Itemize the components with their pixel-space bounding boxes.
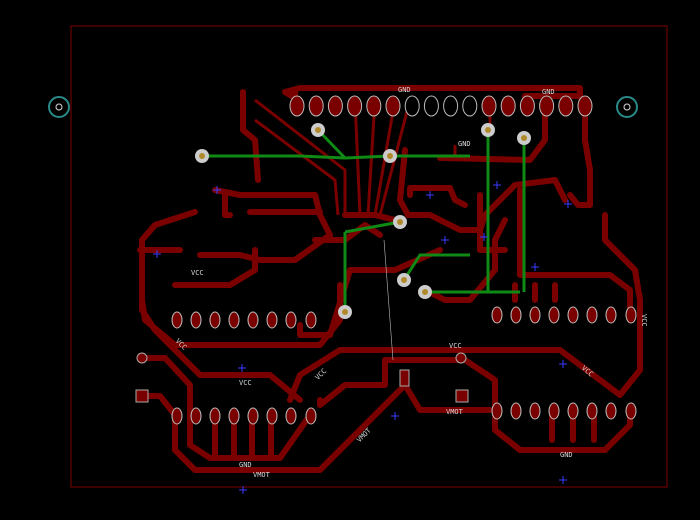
dip-pad — [228, 311, 240, 329]
dip-pad — [266, 311, 278, 329]
net-label-gnd: GND — [239, 461, 252, 469]
dip-pad — [228, 407, 240, 425]
dip-pad — [247, 407, 259, 425]
top-copper-traces — [137, 85, 643, 473]
origin-cross — [441, 236, 449, 244]
origin-cross — [239, 486, 247, 494]
dip-pad — [510, 402, 522, 420]
header-pin — [519, 95, 535, 117]
net-label-vcc: VCC — [449, 342, 462, 350]
dip-pad — [567, 306, 579, 324]
dip-pad — [209, 311, 221, 329]
dip-pad — [285, 407, 297, 425]
via — [383, 149, 397, 163]
dip-pad — [510, 306, 522, 324]
via — [397, 273, 411, 287]
via — [311, 123, 325, 137]
header-pin — [385, 95, 401, 117]
dip-pad — [605, 306, 617, 324]
header-pin — [289, 95, 305, 117]
origin-cross — [426, 191, 434, 199]
origin-crosses — [153, 181, 572, 494]
dip-pad — [305, 407, 317, 425]
header-pin — [558, 95, 574, 117]
header-pin — [308, 95, 324, 117]
origin-cross — [559, 360, 567, 368]
vias — [195, 123, 531, 319]
origin-cross — [391, 412, 399, 420]
origin-cross — [531, 263, 539, 271]
dip-pad — [190, 311, 202, 329]
dip-pad — [548, 306, 560, 324]
origin-cross — [493, 181, 501, 189]
net-label-gnd: GND — [542, 88, 555, 96]
square-pads — [135, 352, 469, 403]
dip-pad — [548, 402, 560, 420]
dip-pad — [266, 407, 278, 425]
header-pin — [443, 95, 459, 117]
airwire — [383, 239, 394, 361]
dip-pad — [586, 306, 598, 324]
origin-cross — [213, 186, 221, 194]
net-label-vcc: VCC — [191, 269, 204, 277]
via — [418, 285, 432, 299]
dip-pad — [529, 306, 541, 324]
dip-pad — [586, 402, 598, 420]
via — [393, 215, 407, 229]
header-pads — [289, 95, 593, 117]
header-pin — [539, 95, 555, 117]
origin-cross — [564, 200, 572, 208]
origin-cross — [559, 476, 567, 484]
dip-pad — [305, 311, 317, 329]
dip-pad — [190, 407, 202, 425]
header-pin — [423, 95, 439, 117]
origin-cross — [480, 233, 488, 241]
net-label-gnd: GND — [458, 140, 471, 148]
net-label-vcc: VCC — [640, 314, 648, 327]
bottom-copper-traces — [202, 128, 526, 312]
net-label-vcc: VCC — [314, 367, 329, 382]
origin-cross — [238, 364, 246, 372]
net-label-gnd: GND — [560, 451, 573, 459]
dip-pad — [209, 407, 221, 425]
dip-pad — [171, 407, 183, 425]
dip-pad — [625, 402, 637, 420]
dip-pad — [285, 311, 297, 329]
dip-pad — [625, 306, 637, 324]
dip-pad — [247, 311, 259, 329]
dip-pad — [567, 402, 579, 420]
dip-pad — [491, 306, 503, 324]
header-pin — [404, 95, 420, 117]
via — [481, 123, 495, 137]
dip-pad — [491, 402, 503, 420]
header-pin — [327, 95, 343, 117]
dip-pad — [171, 311, 183, 329]
header-pin — [347, 95, 363, 117]
via — [195, 149, 209, 163]
net-label-vmot: VMOT — [446, 408, 464, 416]
header-pin — [577, 95, 593, 117]
net-label-vmot: VMOT — [253, 471, 271, 479]
header-pin — [481, 95, 497, 117]
via — [338, 305, 352, 319]
board-outline — [70, 25, 668, 488]
header-pin — [500, 95, 516, 117]
net-label-gnd: GND — [398, 86, 411, 94]
dip-pad — [605, 402, 617, 420]
origin-cross — [153, 250, 161, 258]
dip-pads — [171, 306, 637, 425]
header-pin — [462, 95, 478, 117]
via — [517, 131, 531, 145]
net-label-vcc: VCC — [239, 379, 252, 387]
mounting-holes — [48, 96, 638, 118]
header-pin — [366, 95, 382, 117]
dip-pad — [529, 402, 541, 420]
